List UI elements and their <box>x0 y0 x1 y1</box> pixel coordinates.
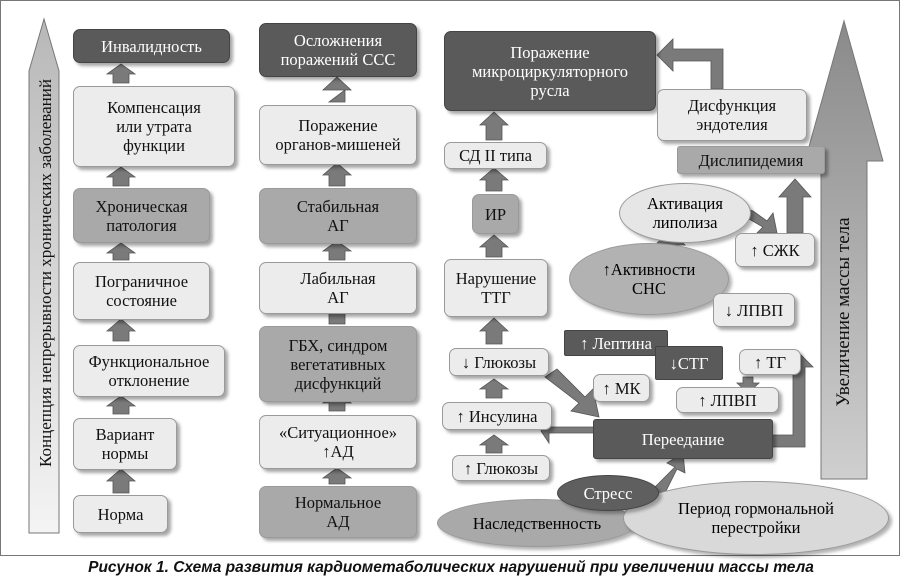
col2-labile-ah: Лабильная АГ <box>259 262 417 314</box>
ffa-increase: ↑ СЖК <box>735 233 815 267</box>
tg-increase: ↑ ТГ <box>739 349 801 375</box>
c1-arrow-5 <box>105 166 137 187</box>
hdl-increase-bottom: ↑ ЛПВП <box>676 387 779 413</box>
c1-arrow-6 <box>105 63 137 84</box>
col1-compensation: Компенсация или утрата функции <box>73 86 235 167</box>
figure-frame: Концепция непрерывности хронических забо… <box>0 0 900 556</box>
col2-normal-bp: Нормальное АД <box>259 486 417 538</box>
glucose-increase: ↑ Глюкозы <box>452 455 550 481</box>
uric-acid-increase: ↑ МК <box>593 374 650 402</box>
stress: Стресс <box>557 475 659 511</box>
left-axis-arrow <box>28 17 60 534</box>
szhk-up-arrow <box>778 178 812 234</box>
col2-target-organ-damage: Поражение органов-мишеней <box>259 105 417 165</box>
glucose-decrease: ↓ Глюкозы <box>449 348 549 376</box>
col2-cvs-complications: Осложнения поражений ССС <box>259 23 417 77</box>
col1-norm-variant: Вариант нормы <box>73 418 177 470</box>
c2-arrow-5 <box>321 162 353 187</box>
col1-disability: Инвалидность <box>73 29 230 63</box>
gluc-to-overeat-arrow <box>544 368 600 418</box>
c3-arrow-4 <box>478 234 510 258</box>
hormonal-restructuring-period: Период гормональной перестройки <box>623 481 889 555</box>
diabetes-type2: СД II типа <box>444 142 547 169</box>
lipolysis-activation: Активация липолиза <box>619 183 751 243</box>
c3-arrow-3 <box>478 317 510 345</box>
c2-arrow-4 <box>321 240 353 261</box>
microcirculation-damage: Поражение микроциркуляторного руслa <box>444 31 656 111</box>
c1-arrow-4 <box>105 242 137 261</box>
sns-activity: ↑Активности СНС <box>569 243 729 315</box>
hdl-decrease-top: ↓ ЛПВП <box>713 293 795 327</box>
c3-arrow-5 <box>478 167 510 192</box>
insulin-increase: ↑ Инсулина <box>442 402 552 430</box>
overeating: Переедание <box>593 419 773 459</box>
c1-arrow-2 <box>105 395 137 415</box>
left-axis-label: Концепция непрерывности хронических забо… <box>36 79 55 467</box>
glucose-tolerance-disorder: Нарушение ТТГ <box>444 259 548 317</box>
gh-decrease: ↓СТГ <box>655 346 723 380</box>
col1-functional-deviation: Функциональное отклонение <box>73 345 225 397</box>
c2-arrow-6 <box>321 76 353 103</box>
endo-to-micro-arrow <box>656 38 724 90</box>
c3-arrow-1 <box>478 434 510 454</box>
c3-arrow-2 <box>478 378 510 399</box>
c2-arrow-1 <box>321 467 353 485</box>
col2-ghb-syndrome: ГБХ, синдром вегетативных дисфункций <box>259 326 417 402</box>
col1-chronic-pathology: Хроническая патология <box>73 188 210 243</box>
c1-arrow-1 <box>105 468 137 494</box>
col2-situational-bp: «Ситуационное» ↑АД <box>259 415 417 469</box>
leptin-increase: ↑ Лептина <box>564 330 668 356</box>
col2-stable-ah: Стабильная АГ <box>259 188 417 244</box>
dyslipidemia: Дислипидемия <box>677 146 825 174</box>
insulin-resistance: ИР <box>472 194 519 234</box>
c3-arrow-6 <box>478 111 510 141</box>
c1-arrow-3 <box>105 318 137 342</box>
col1-norm: Норма <box>73 495 168 533</box>
col1-borderline-state: Пограничное состояние <box>73 262 210 320</box>
figure-caption: Рисунок 1. Схема развития кардиометаболи… <box>88 559 814 576</box>
right-axis-label: Увеличение массы тела <box>833 217 854 407</box>
endothelial-dysfunction: Дисфункция эндотелия <box>657 89 807 141</box>
